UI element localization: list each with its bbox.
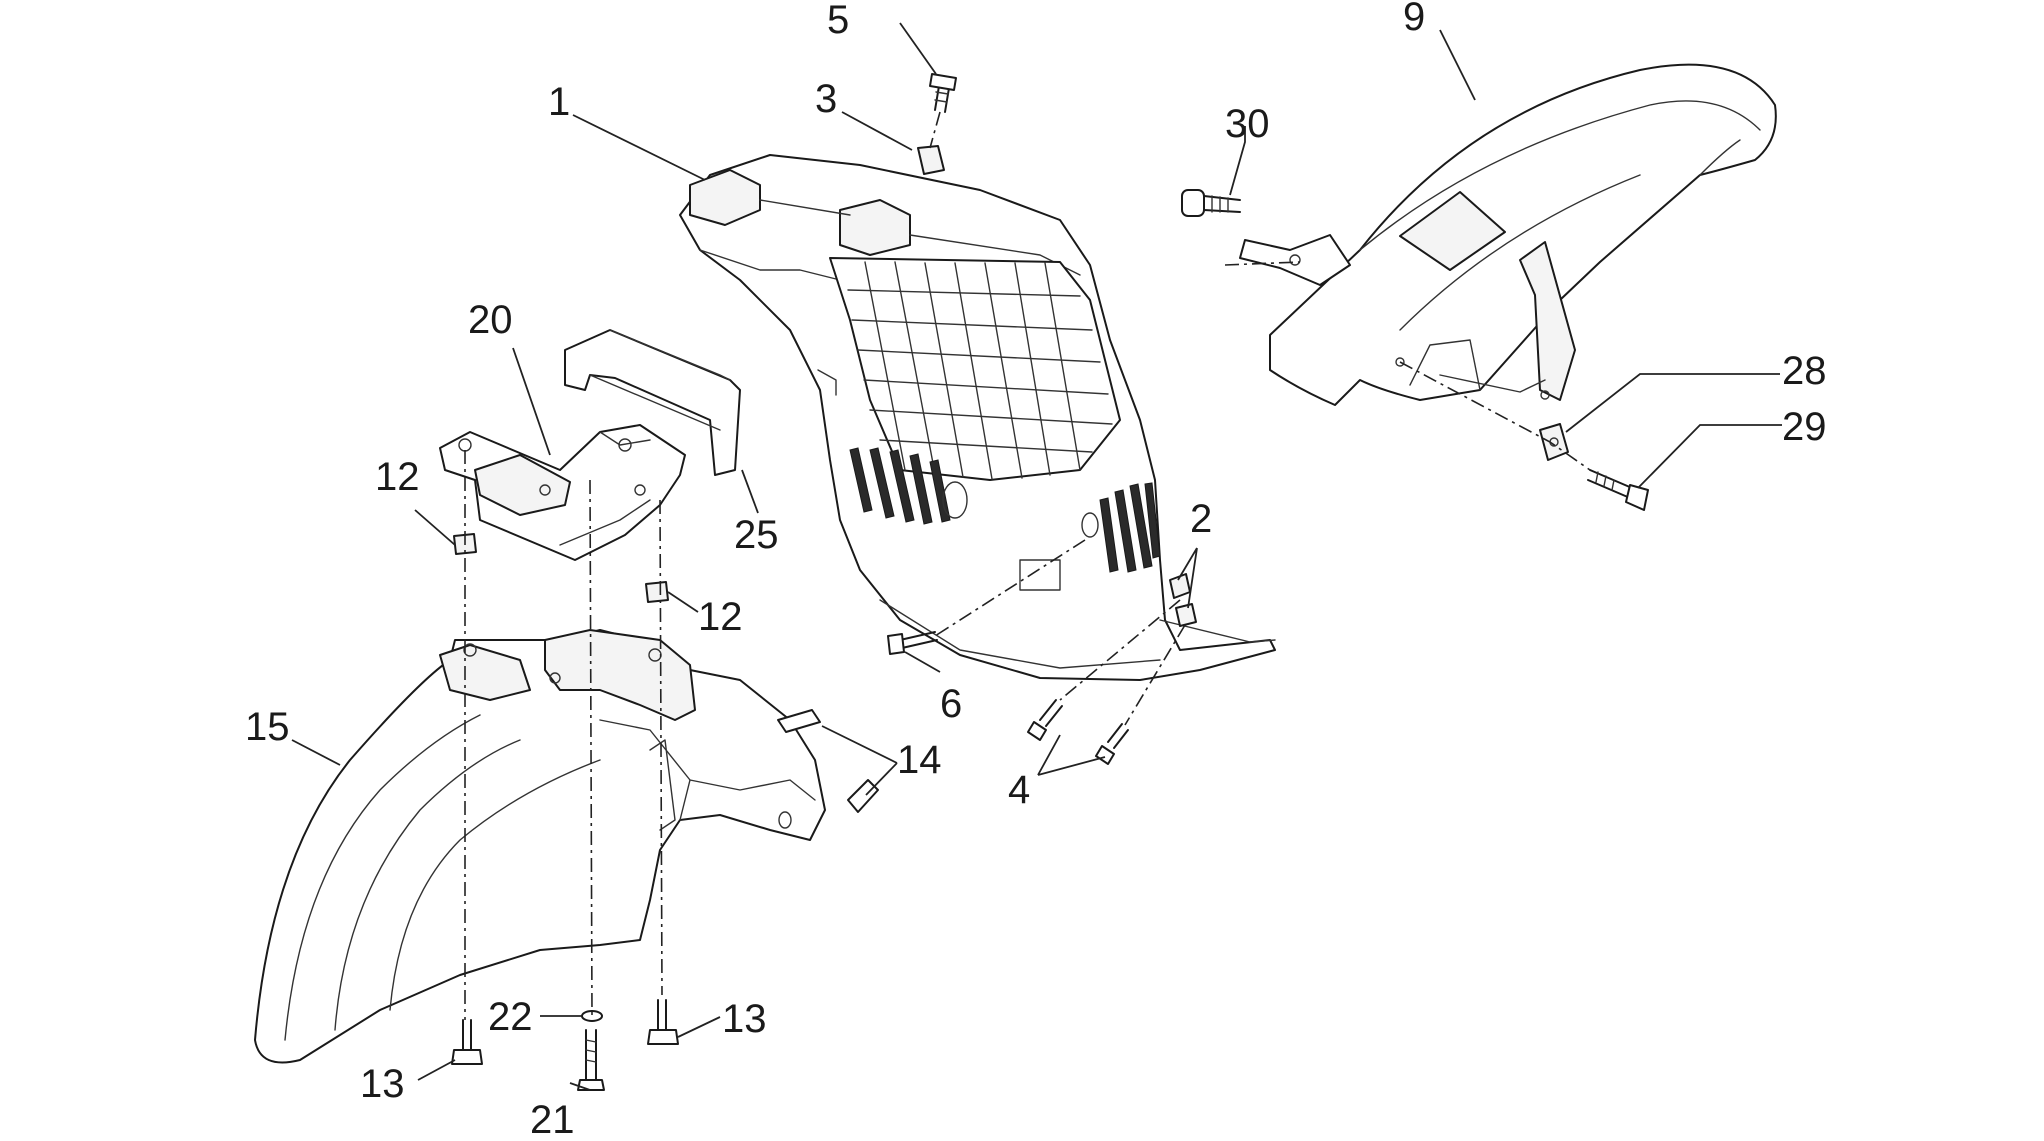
part-front-mudguard [254,629,826,1064]
callout-4: 4 [1008,768,1030,812]
callout-14: 14 [897,738,942,782]
part-plate-20 [439,424,686,561]
callout-13-right: 13 [722,997,767,1041]
part-screw-6 [887,631,938,655]
callout-30: 30 [1225,102,1270,146]
callout-labels: 1 2 3 4 5 6 9 12 12 13 13 14 15 20 21 22… [245,0,1827,1141]
part-screw-29 [1587,469,1649,511]
callout-3: 3 [815,77,837,121]
callout-25: 25 [734,513,779,557]
part-clips-14 [777,709,879,813]
leader-lines [291,22,1782,1091]
callout-28: 28 [1782,349,1827,393]
shield-grid [847,261,1113,480]
callout-6: 6 [940,682,962,726]
callout-20: 20 [468,298,513,342]
callout-15: 15 [245,705,290,749]
part-clip-28 [1539,423,1569,461]
callout-12-lower: 12 [698,595,743,639]
callout-12-upper: 12 [375,455,420,499]
part-screw-30 [1181,189,1351,286]
callout-22: 22 [488,995,533,1039]
assembly-lines [464,111,1591,1020]
part-screw-5 [929,73,957,113]
part-clip-3 [917,145,945,175]
part-inner-shield [679,154,1276,681]
part-bolt-21 [577,1029,605,1091]
callout-21: 21 [530,1098,575,1141]
callout-13-left: 13 [360,1062,405,1106]
callout-2: 2 [1190,497,1212,541]
part-screws-4 [1027,699,1129,765]
callout-1: 1 [548,80,570,124]
part-bracket-25 [564,329,741,476]
callout-9: 9 [1403,0,1425,39]
callout-29: 29 [1782,405,1827,449]
part-bolts-13 [451,999,679,1065]
shield-vents-right [1099,482,1161,573]
part-rear-mudguard [1269,63,1777,406]
shield-vents-left [849,447,951,525]
callout-5: 5 [827,0,849,42]
